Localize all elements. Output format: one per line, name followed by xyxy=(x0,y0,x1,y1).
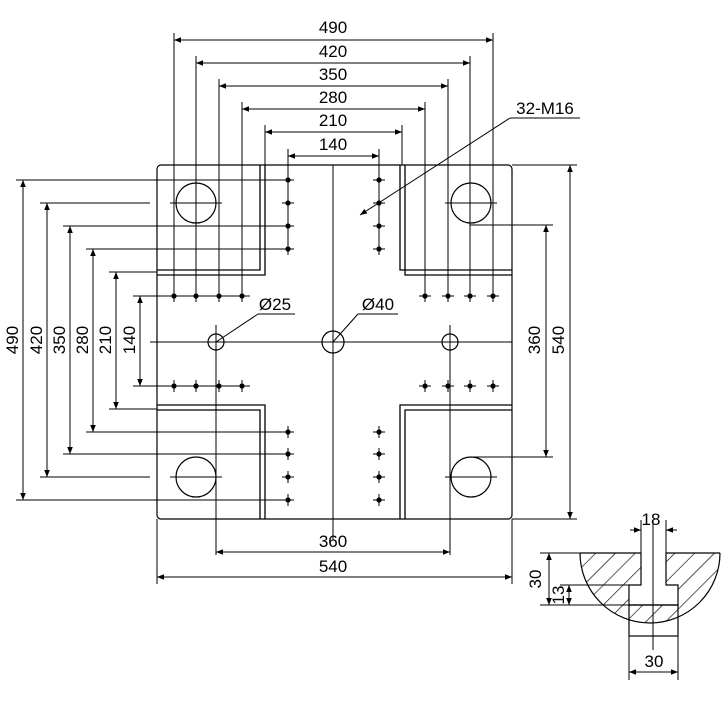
dim-right-360: 360 xyxy=(525,326,544,354)
dim-top-350: 350 xyxy=(319,65,347,84)
m16-hole xyxy=(373,426,385,438)
dim-top-280: 280 xyxy=(319,88,347,107)
label-small-hole: Ø25 xyxy=(259,295,291,314)
dim-top-210: 210 xyxy=(319,111,347,130)
section-depth-total: 30 xyxy=(526,570,545,589)
left-dimensions: 490 420 350 280 210 140 xyxy=(3,179,290,501)
leader-labels: Ø25 Ø40 32-M16 xyxy=(215,99,580,343)
t-slots xyxy=(157,165,512,519)
tslot-section: 18 30 13 30 xyxy=(526,510,721,680)
section-width-bottom: 30 xyxy=(645,652,664,671)
dim-left-420: 420 xyxy=(27,326,46,354)
dim-left-140: 140 xyxy=(120,326,139,354)
dim-top-490: 490 xyxy=(319,18,347,37)
label-thread: 32-M16 xyxy=(516,99,574,118)
section-slot-width: 18 xyxy=(642,510,661,529)
right-dimensions: 360 540 xyxy=(470,164,577,520)
section-depth-neck: 13 xyxy=(549,586,568,605)
m16-hole xyxy=(487,380,499,392)
locating-holes xyxy=(207,325,459,555)
dim-left-210: 210 xyxy=(96,326,115,354)
m16-hole xyxy=(373,471,385,483)
dim-top-140: 140 xyxy=(319,135,347,154)
m16-hole xyxy=(373,448,385,460)
dim-left-280: 280 xyxy=(73,326,92,354)
dim-left-490: 490 xyxy=(3,326,22,354)
top-dimensions: 490 420 350 280 210 140 xyxy=(173,18,494,300)
m16-hole xyxy=(464,380,476,392)
m16-hole xyxy=(373,494,385,506)
dim-right-540: 540 xyxy=(549,326,568,354)
label-center-hole: Ø40 xyxy=(362,295,394,314)
center-hole xyxy=(321,330,345,354)
m16-hole xyxy=(419,380,431,392)
dim-bottom-360: 360 xyxy=(319,532,347,551)
m16-hole xyxy=(442,380,454,392)
dim-left-350: 350 xyxy=(50,326,69,354)
m16-hole xyxy=(282,471,294,483)
dim-top-420: 420 xyxy=(319,42,347,61)
dim-bottom-540: 540 xyxy=(319,557,347,576)
bottom-dimensions: 360 540 xyxy=(156,519,513,584)
